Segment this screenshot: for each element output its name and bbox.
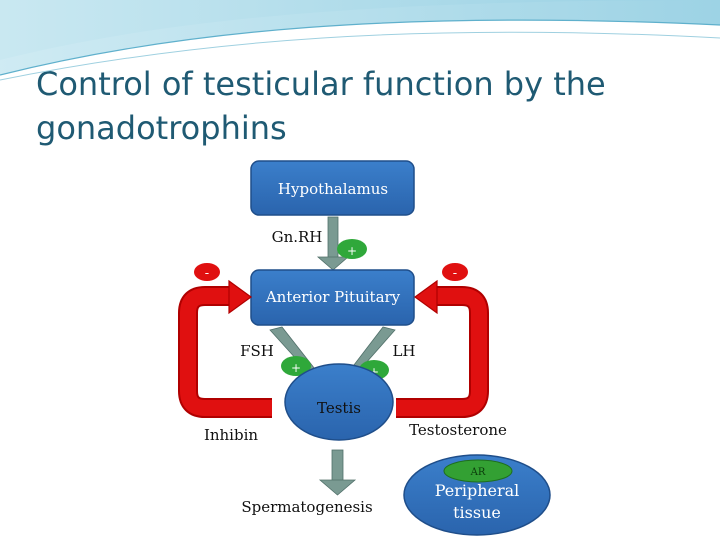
header-wave-decoration: [0, 0, 720, 81]
testosterone-minus-badge: -: [442, 263, 468, 281]
inhibin-minus-sign: -: [205, 266, 209, 281]
inhibin-label: Inhibin: [204, 426, 258, 444]
fsh-plus-badge: +: [281, 356, 311, 376]
testosterone-label: Testosterone: [409, 421, 507, 439]
spermatogenesis-label: Spermatogenesis: [241, 498, 372, 516]
hypothalamus-label: Hypothalamus: [278, 180, 388, 198]
gnrh-arrow: [316, 216, 350, 271]
testosterone-minus-sign: -: [453, 266, 457, 281]
testis-node: Testis: [284, 363, 394, 441]
peripheral-tissue-label-line2: tissue: [453, 503, 501, 522]
inhibin-feedback-arrow: [178, 279, 272, 418]
spermatogenesis-arrow: [318, 449, 357, 496]
page-title: Control of testicular function by the go…: [36, 65, 606, 147]
androgen-receptor-badge: AR: [443, 459, 513, 483]
inhibin-minus-badge: -: [194, 263, 220, 281]
lh-label: LH: [392, 342, 415, 360]
fsh-label: FSH: [240, 342, 274, 360]
gnrh-plus-badge: +: [337, 239, 367, 259]
gnrh-plus-sign: +: [347, 244, 357, 258]
peripheral-tissue-label-line1: Peripheral: [435, 481, 520, 500]
testis-label: Testis: [317, 399, 361, 417]
gnrh-label: Gn.RH: [272, 228, 323, 246]
androgen-receptor-label: AR: [470, 467, 486, 478]
hypothalamus-node: Hypothalamus: [250, 160, 415, 216]
anterior-pituitary-node: Anterior Pituitary: [250, 269, 415, 326]
peripheral-tissue-node: Peripheral tissue: [403, 454, 551, 536]
lh-plus-sign: +: [369, 365, 379, 379]
anterior-pituitary-label: Anterior Pituitary: [265, 288, 401, 306]
testosterone-feedback-arrow: [396, 279, 489, 418]
fsh-plus-sign: +: [291, 361, 301, 375]
